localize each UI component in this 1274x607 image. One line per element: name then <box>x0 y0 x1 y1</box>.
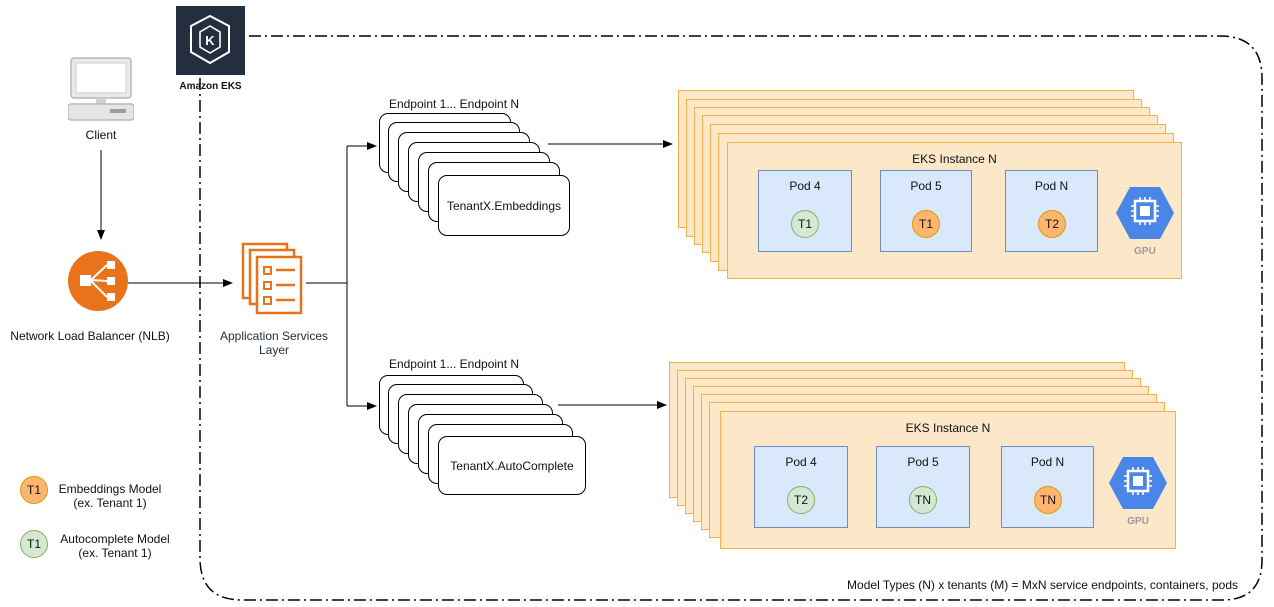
gpu-icon <box>1109 457 1167 509</box>
legend-badge-embeddings: T1 <box>20 476 48 504</box>
pod-title: Pod 5 <box>907 455 939 469</box>
svg-text:K: K <box>205 33 215 48</box>
pod-box: Pod N TN <box>1001 446 1094 528</box>
app-layer-label-2: Layer <box>258 343 290 357</box>
eks-instance-top: EKS Instance N Pod 4 T1 Pod 5 T1 Pod N T… <box>727 142 1182 279</box>
gpu-label: GPU <box>1127 516 1149 527</box>
app-fork-line <box>306 146 348 406</box>
legend-embeddings-line1: Embeddings Model <box>58 482 162 496</box>
legend-embeddings-line2: (ex. Tenant 1) <box>73 496 147 510</box>
tenant-badge: T2 <box>787 486 815 514</box>
eks-icon: K <box>190 14 230 65</box>
endpoint-card-label: TenantX.Embeddings <box>446 199 562 213</box>
eks-instance-bottom: EKS Instance N Pod 4 T2 Pod 5 TN Pod N T… <box>720 411 1176 549</box>
pod-title: Pod 4 <box>785 455 817 469</box>
client-computer-icon <box>68 57 134 121</box>
tenant-badge: T1 <box>912 210 940 238</box>
gpu-icon <box>1116 187 1174 239</box>
endpoint-card-front: TenantX.AutoComplete <box>438 436 586 495</box>
eks-boundary <box>199 35 1263 601</box>
pod-box: Pod 5 TN <box>876 446 970 528</box>
legend-badge-autocomplete: T1 <box>20 530 48 558</box>
bottom-endpoints-header: Endpoint 1... Endpoint N <box>388 357 520 371</box>
tenant-badge: T1 <box>791 210 819 238</box>
tenant-badge: T2 <box>1038 210 1066 238</box>
tenant-badge: TN <box>909 486 937 514</box>
pod-box: Pod 5 T1 <box>880 170 972 252</box>
client-label: Client <box>85 128 117 142</box>
eks-label: Amazon EKS <box>179 81 242 92</box>
eks-logo-tile: K <box>176 6 245 75</box>
pod-title: Pod 5 <box>910 179 942 193</box>
gpu-label: GPU <box>1134 246 1156 257</box>
pod-title: Pod N <box>1030 455 1065 469</box>
pod-title: Pod N <box>1034 179 1069 193</box>
pod-box: Pod N T2 <box>1005 170 1098 252</box>
legend-autocomplete-line1: Autocomplete Model <box>60 532 170 546</box>
eks-instance-title: EKS Instance N <box>912 152 997 166</box>
tenant-badge: TN <box>1034 486 1062 514</box>
application-services-icon <box>241 242 303 315</box>
eks-instance-title: EKS Instance N <box>905 421 991 435</box>
top-endpoints-header: Endpoint 1... Endpoint N <box>388 97 520 111</box>
pod-title: Pod 4 <box>789 179 821 193</box>
endpoint-card-label: TenantX.AutoComplete <box>450 459 574 473</box>
legend-autocomplete-line2: (ex. Tenant 1) <box>78 546 152 560</box>
load-balancer-icon <box>68 251 128 311</box>
pod-box: Pod 4 T1 <box>758 170 852 252</box>
nlb-label: Network Load Balancer (NLB) <box>10 329 170 343</box>
app-layer-label-1: Application Services <box>219 329 329 343</box>
pod-box: Pod 4 T2 <box>754 446 848 528</box>
footnote: Model Types (N) x tenants (M) = MxN serv… <box>847 578 1238 592</box>
endpoint-card-front: TenantX.Embeddings <box>438 175 570 236</box>
